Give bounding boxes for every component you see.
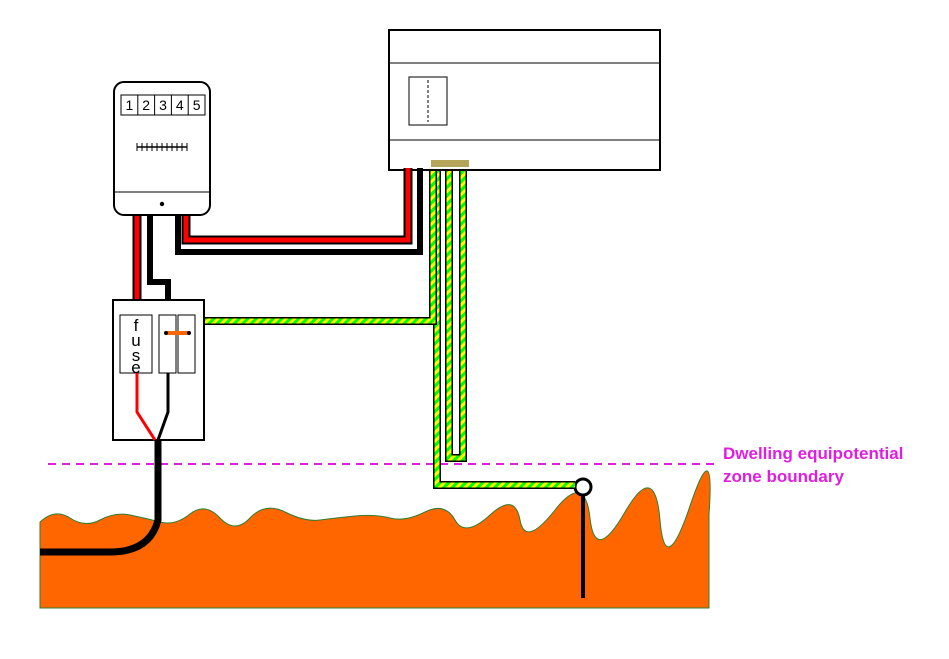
cutout-tail-neutral — [147, 212, 171, 315]
earth-rod-clamp — [573, 477, 593, 497]
fuse-label-3: s — [132, 346, 141, 365]
zone-label-line1: Dwelling equipotential — [723, 444, 904, 463]
neutral-block — [158, 314, 177, 374]
earth-block — [177, 314, 196, 374]
zone-boundary-label: Dwelling equipotential zone boundary — [723, 442, 903, 488]
meter-tail-live — [181, 168, 413, 245]
ground-earth — [39, 470, 711, 609]
supply-live — [135, 373, 157, 441]
meter-digit: 1 — [126, 97, 134, 113]
meter-digit: 3 — [159, 97, 167, 113]
earth-conductor-to-rod — [433, 168, 575, 489]
fuse-label-2: u — [131, 331, 140, 350]
meter-tail-neutral — [175, 168, 423, 255]
meter-digit: 5 — [193, 97, 201, 113]
fuse-label-4: e — [131, 358, 140, 377]
zone-label-line2: zone boundary — [723, 467, 844, 486]
meter-digit: 2 — [142, 97, 150, 113]
consumer-unit — [388, 29, 661, 171]
fuse-carrier — [119, 314, 153, 374]
service-cutout: f u s e — [112, 299, 205, 441]
meter-digit: 4 — [176, 97, 184, 113]
supply-neutral — [156, 373, 170, 441]
main-earth-terminal — [431, 160, 469, 167]
fuse-label-1: f — [134, 316, 139, 335]
supply-cable — [40, 440, 162, 556]
